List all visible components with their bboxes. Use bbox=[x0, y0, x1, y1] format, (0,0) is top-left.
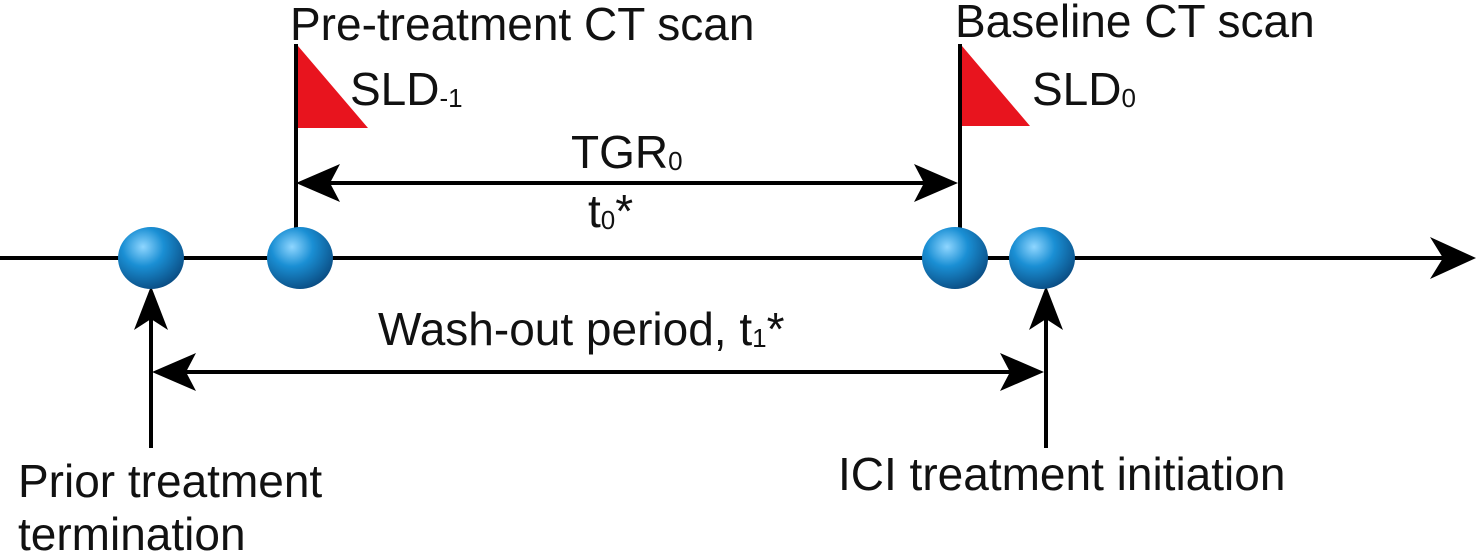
prior-termination-label-line1: Prior treatment bbox=[18, 455, 322, 507]
timeline-arrowhead bbox=[1430, 237, 1476, 279]
pretreatment-scan-label: Pre-treatment CT scan bbox=[290, 0, 754, 50]
prior-termination-label-line2: termination bbox=[18, 508, 246, 556]
sld0-subscript: 0 bbox=[1121, 83, 1135, 113]
sld0-base: SLD bbox=[1032, 63, 1121, 115]
pretreatment-scan-dot bbox=[267, 227, 333, 289]
sld-minus1-label: SLD-1 bbox=[350, 63, 463, 115]
tgr0-arrowhead-left bbox=[296, 164, 340, 202]
prior-termination-dot bbox=[118, 227, 184, 289]
sld-minus1-base: SLD bbox=[350, 63, 439, 115]
baseline-flag bbox=[962, 46, 1030, 126]
tgr0-label: TGR0 bbox=[571, 126, 683, 178]
pretreatment-flag bbox=[298, 46, 368, 128]
sld-minus1-subscript: -1 bbox=[439, 83, 462, 113]
t0-base: t bbox=[588, 185, 601, 237]
sld0-label: SLD0 bbox=[1032, 63, 1136, 115]
t0-subscript: 0 bbox=[601, 205, 615, 235]
prior-termination-arrowhead bbox=[134, 286, 168, 330]
washout-label: Wash-out period, t1* bbox=[378, 303, 785, 355]
t0-suffix: * bbox=[615, 185, 633, 237]
washout-arrowhead-left bbox=[152, 353, 196, 391]
baseline-scan-label: Baseline CT scan bbox=[955, 0, 1315, 47]
washout-base: Wash-out period, t bbox=[378, 303, 752, 355]
ici-initiation-label: ICI treatment initiation bbox=[838, 448, 1285, 500]
tgr0-arrowhead-right bbox=[914, 164, 958, 202]
washout-arrowhead-right bbox=[1000, 353, 1044, 391]
baseline-scan-dot bbox=[922, 227, 988, 289]
washout-subscript: 1 bbox=[752, 323, 766, 353]
t0-label: t0* bbox=[588, 185, 633, 237]
tgr0-subscript: 0 bbox=[668, 146, 682, 176]
ici-initiation-arrowhead bbox=[1029, 286, 1063, 330]
ici-initiation-dot bbox=[1009, 227, 1075, 289]
tgr0-base: TGR bbox=[571, 126, 668, 178]
washout-suffix: * bbox=[767, 303, 785, 355]
